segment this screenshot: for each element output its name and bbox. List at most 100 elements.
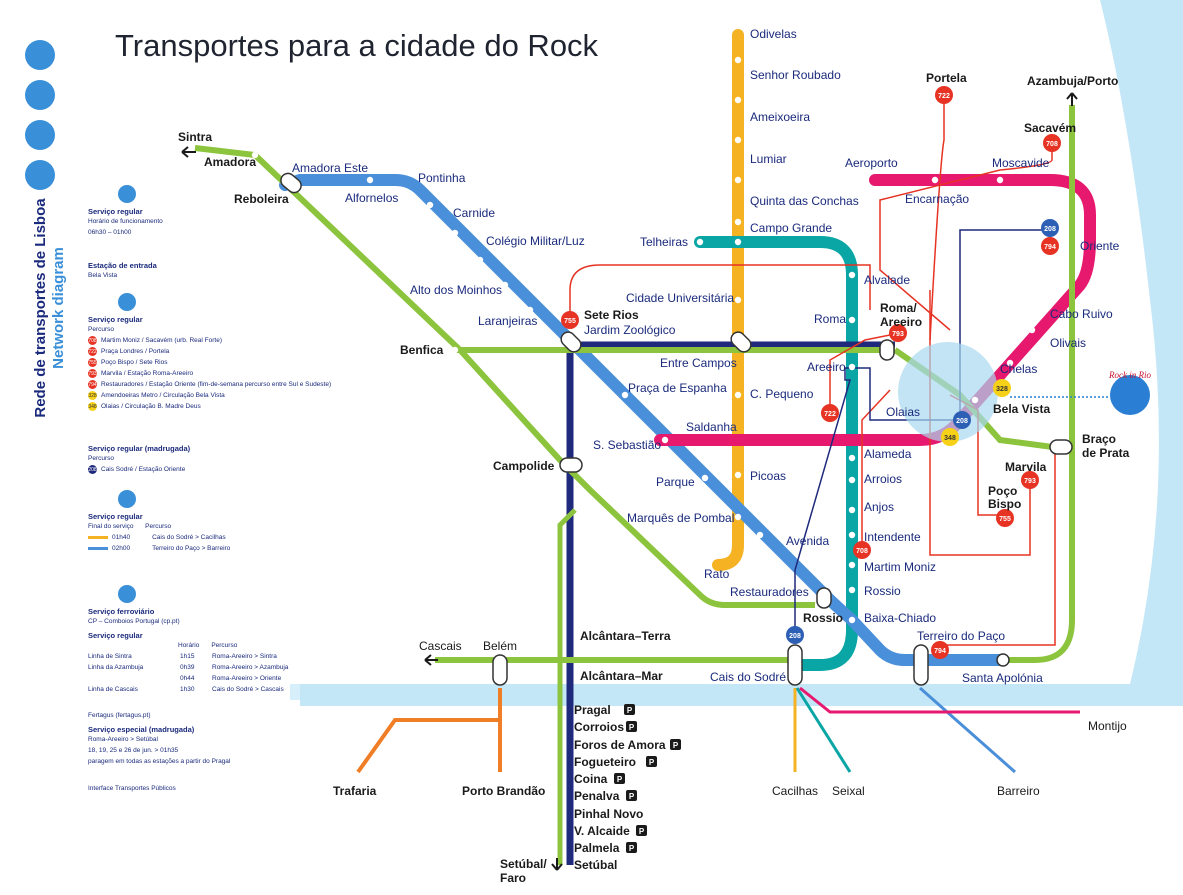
legend-night-bus-text: Cais Sodré / Estação Oriente xyxy=(101,466,186,473)
station-label-odivelas: Odivelas xyxy=(750,27,797,41)
station-dot xyxy=(734,218,742,226)
station-dot xyxy=(636,436,644,444)
station-label-montijo: Montijo xyxy=(1088,719,1127,733)
metro-red-line xyxy=(654,174,1096,446)
bus-route-text: Amendoeiras Metro / Circulação Bela Vist… xyxy=(101,392,225,399)
page-title: Transportes para a cidade do Rock xyxy=(115,28,599,63)
station-label-sacavem: Sacavém xyxy=(1024,121,1076,135)
station-dots xyxy=(251,56,1054,624)
station-label-colegio-militar: Colégio Militar/Luz xyxy=(486,234,585,248)
parking-label: P xyxy=(617,775,623,784)
ferry-icon xyxy=(118,490,136,508)
station-label-entre-campos: Entre Campos xyxy=(660,356,737,370)
station-label-olivais: Olivais xyxy=(1050,336,1086,350)
station-dot xyxy=(971,396,979,404)
night-bus-badge: 208 xyxy=(88,465,97,474)
badge-794-text: 794 xyxy=(1044,244,1056,251)
train-col-header: Horário xyxy=(178,642,200,649)
fertagus-line xyxy=(566,341,895,865)
bus-icon xyxy=(118,293,136,311)
metro-icon xyxy=(118,185,136,203)
station-label-poco-bispo-2: Bispo xyxy=(988,497,1021,511)
station-label-campo-grande: Campo Grande xyxy=(750,221,832,235)
interface-roma-areeiro xyxy=(879,339,895,361)
arrow-azambuja-icon xyxy=(1066,92,1078,106)
station-label-rossio: Rossio xyxy=(864,584,901,598)
station-dot xyxy=(366,176,374,184)
legend-interface: Interface Transportes Públicos xyxy=(88,785,176,792)
station-label-seixal: Seixal xyxy=(832,784,865,798)
station-label-alfornelos: Alfornelos xyxy=(345,191,398,205)
station-label-alcantara-mar: Alcântara–Mar xyxy=(580,669,663,683)
parking-icon xyxy=(626,721,637,732)
train-time: 0h39 xyxy=(180,664,195,671)
station-label-pontinha: Pontinha xyxy=(418,171,466,185)
rock-in-rio-logo: Rock in Rio xyxy=(1108,370,1151,380)
station-dot xyxy=(621,391,629,399)
parking-icon xyxy=(646,756,657,767)
station-label-corroios: Corroios xyxy=(574,720,624,734)
bus-route-badge: 328 xyxy=(88,391,97,400)
station-label-olaias: Olaias xyxy=(886,405,920,419)
station-label-areeiro: Areeiro xyxy=(807,360,846,374)
badge-793-text: 793 xyxy=(1024,478,1036,485)
legend-special-route: Roma-Areeiro > Setúbal xyxy=(88,736,158,743)
station-dot xyxy=(848,271,856,279)
sea-right xyxy=(1100,0,1183,684)
interface-cais-sodre xyxy=(787,644,803,686)
interfaces xyxy=(280,172,1073,686)
station-dot xyxy=(734,391,742,399)
station-label-coina: Coina xyxy=(574,772,608,786)
interface-braco-prata xyxy=(1049,439,1073,455)
station-dot xyxy=(848,506,856,514)
train-col-header: Percurso xyxy=(211,642,238,649)
station-dot xyxy=(734,96,742,104)
train-time: 1h15 xyxy=(180,653,195,660)
station-label-intendente: Intendente xyxy=(864,530,921,544)
station-dot xyxy=(848,616,856,624)
station-label-telheiras: Telheiras xyxy=(640,235,688,249)
badge-208c-text: 208 xyxy=(956,418,968,425)
station-dot xyxy=(734,176,742,184)
badge-722-portela xyxy=(935,86,953,104)
station-label-cidade-univ: Cidade Universitária xyxy=(626,291,734,305)
station-label-oriente: Oriente xyxy=(1080,239,1120,253)
bus-route-badge: 794 xyxy=(88,380,97,389)
legend-train-regular: Serviço regular xyxy=(88,631,143,640)
station-label-aeroporto: Aeroporto xyxy=(845,156,898,170)
parking-icon xyxy=(670,739,681,750)
parking-icon xyxy=(624,704,635,715)
interface-belem xyxy=(492,654,508,686)
station-dot xyxy=(476,256,484,264)
train-line: Linha de Cascais xyxy=(88,686,138,693)
arrow-faro-icon xyxy=(551,858,563,871)
train-line: Linha de Sintra xyxy=(88,653,132,660)
legend-special-note: paragem em todas as estações a partir do… xyxy=(88,758,231,765)
station-label-sintra: Sintra xyxy=(178,130,212,144)
metro-yellow-line xyxy=(712,29,744,571)
badge-708-sacavem xyxy=(1043,134,1061,152)
badge-208-text: 208 xyxy=(1044,226,1056,233)
station-dot xyxy=(996,176,1004,184)
station-label-roma-areeiro-2: Areeiro xyxy=(880,315,922,329)
station-label-s-sebastiao: S. Sebastião xyxy=(593,438,661,452)
badge-793-marvila xyxy=(1021,471,1039,489)
interface-rossio xyxy=(816,587,832,609)
train-line: Linha da Azambuja xyxy=(88,664,144,671)
legend-train-cp: CP – Comboios Portugal (cp.pt) xyxy=(88,618,180,625)
station-label-v-alcaide: V. Alcaide xyxy=(574,824,630,838)
arrow-cascais-icon xyxy=(424,654,438,666)
bus-208-route xyxy=(794,229,1050,640)
legend-entry-header: Estação de entrada xyxy=(88,261,157,270)
station-label-rossio: Rossio xyxy=(803,611,843,625)
station-label-ameixoeira: Ameixoeira xyxy=(750,110,810,124)
station-label-roma: Roma xyxy=(814,312,846,326)
station-label-penalva: Penalva xyxy=(574,789,620,803)
station-dot xyxy=(931,176,939,184)
